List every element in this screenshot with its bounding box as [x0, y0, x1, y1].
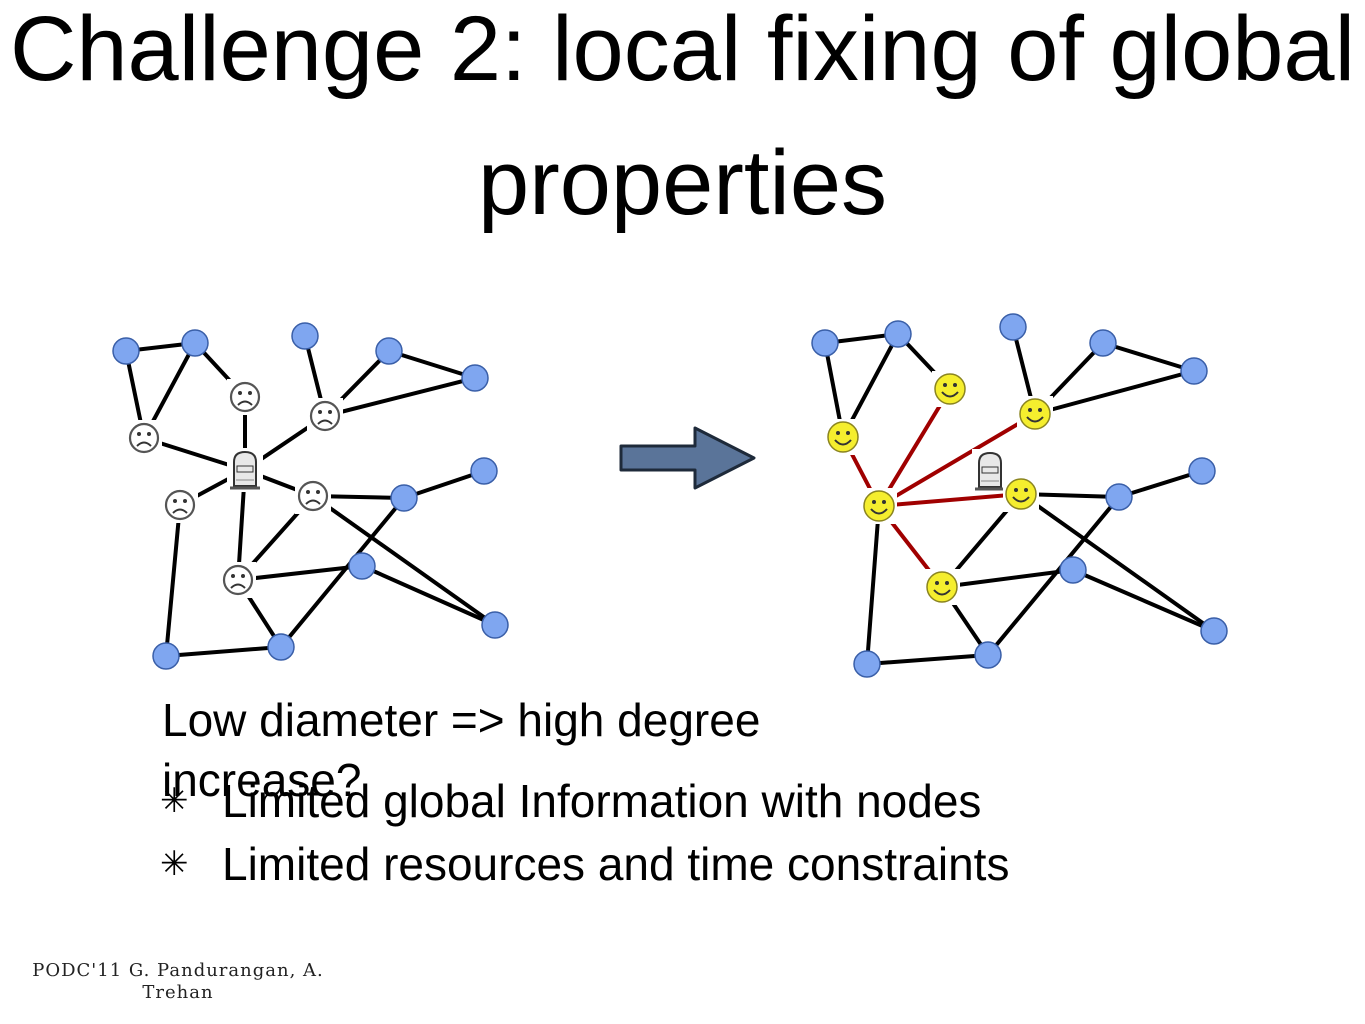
original-graph — [112, 322, 509, 670]
smiley-face-icon — [860, 487, 898, 525]
smiley-face-icon — [1016, 395, 1054, 433]
sad-face-icon — [225, 377, 265, 417]
sad-face-icon — [293, 476, 333, 516]
healed-graph — [811, 313, 1228, 678]
smiley-face-icon — [1002, 475, 1040, 513]
smiley-face-icon — [923, 568, 961, 606]
bullet-list: ✳ Limited global Information with nodes … — [160, 770, 1182, 896]
tombstone-rip-icon — [225, 446, 265, 494]
sad-face-icon — [124, 418, 164, 458]
arrow-right-icon — [619, 426, 756, 490]
asterisk-bullet-icon: ✳ — [160, 845, 189, 883]
sad-face-icon — [160, 485, 200, 525]
slide-title: Challenge 2: local fixing of global prop… — [9, 0, 1356, 234]
bullet-text: Limited resources and time constraints — [222, 838, 1010, 890]
bullet-text: Limited global Information with nodes — [222, 775, 982, 827]
diagram-caption: Low diameter => high degree increase? — [162, 694, 761, 806]
bullet-item: ✳ Limited resources and time constraints — [160, 833, 1182, 896]
smiley-face-icon — [824, 418, 862, 456]
tombstone-rip-icon — [970, 447, 1010, 495]
smiley-face-icon — [931, 370, 969, 408]
sad-face-icon — [305, 396, 345, 436]
asterisk-bullet-icon: ✳ — [160, 782, 189, 820]
healed-graph-nodes — [811, 313, 1228, 678]
original-graph-nodes — [112, 322, 509, 670]
sad-face-icon — [218, 560, 258, 600]
slide-footer: PODC'11 G. Pandurangan, A. Trehan — [32, 960, 324, 1003]
bullet-item: ✳ Limited global Information with nodes — [160, 770, 1182, 833]
